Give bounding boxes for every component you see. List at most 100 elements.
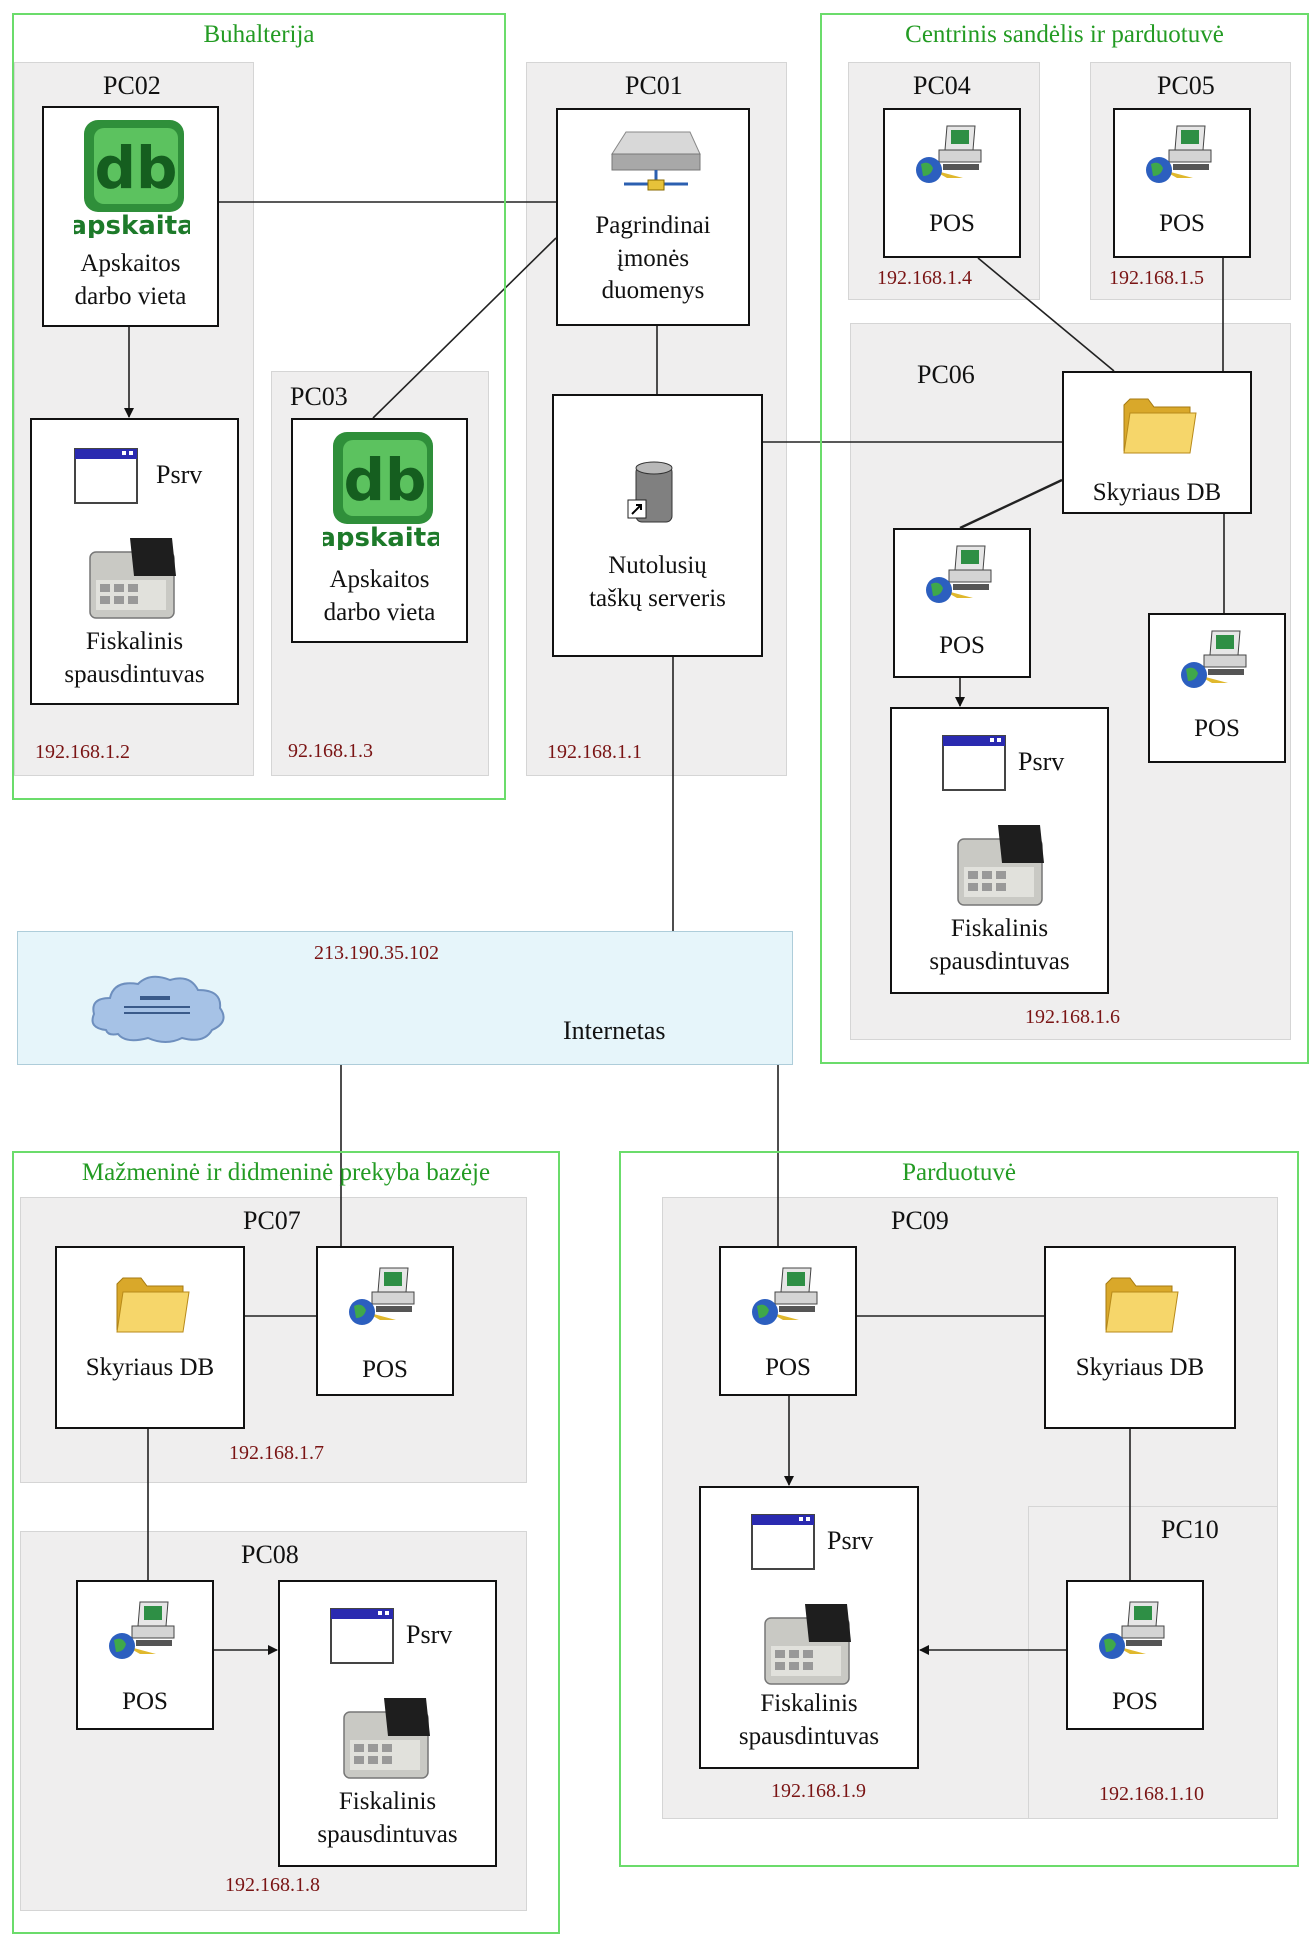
pc05-pos-node[interactable]: POS — [1113, 108, 1251, 258]
pc09-fiscal-node[interactable]: Psrv Fiskalinis spausdintuvas — [699, 1486, 919, 1769]
pc10-pos-node[interactable]: POS — [1066, 1580, 1204, 1730]
pc04-ip: 192.168.1.4 — [877, 267, 972, 289]
pc08-psrv-label: Psrv — [406, 1620, 453, 1649]
pc10-label: PC10 — [1161, 1515, 1219, 1544]
pc06-fiscal-caption: Fiskalinis spausdintuvas — [929, 915, 1070, 975]
pc06-psrv-label: Psrv — [1018, 747, 1065, 776]
zone-buhalterija: Buhalterija — [12, 13, 506, 800]
pc10-pos-caption: POS — [1112, 1688, 1158, 1715]
pc06-pos-caption: POS — [939, 632, 985, 659]
pc08-fiscal-caption: Fiskalinis spausdintuvas — [317, 1788, 458, 1848]
pc03-apskaita-node[interactable]: db apskaita Apskaitos darbo vieta — [291, 418, 468, 643]
pc02-ip: 192.168.1.2 — [35, 741, 130, 763]
pc05-label: PC05 — [1157, 71, 1215, 100]
server-icon — [611, 131, 701, 191]
pc05-ip: 192.168.1.5 — [1109, 267, 1204, 289]
pc04-label: PC04 — [913, 71, 971, 100]
pc07-label: PC07 — [243, 1206, 301, 1235]
pos-terminal-icon — [349, 1267, 415, 1325]
pos-terminal-icon — [1146, 125, 1212, 183]
svg-text:db: db — [343, 446, 426, 514]
pos-terminal-icon — [109, 1601, 175, 1659]
pc01-remote-server-node[interactable]: Nutolusių taškų serveris — [552, 394, 763, 657]
pos-terminal-icon — [916, 125, 982, 183]
pc02-fiscal-node[interactable]: Psrv Fiskalinis spausdintuvas — [30, 418, 239, 705]
zone-mazmenine-title: Mažmeninė ir didmeninė prekyba bazėje — [81, 1159, 491, 1186]
pc09-skyriaus-db-caption: Skyriaus DB — [1075, 1354, 1205, 1381]
pos-terminal-icon — [1099, 1601, 1165, 1659]
link-pc04-pc06db — [977, 257, 1115, 372]
db-logo-icon: db apskaita — [323, 432, 439, 550]
zone-parduotuve-title: Parduotuvė — [902, 1159, 1016, 1186]
cash-register-icon — [89, 538, 176, 619]
zone-centrinis: Centrinis sandėlis ir parduotuvė — [820, 13, 1309, 1064]
zone-buhalterija-title: Buhalterija — [203, 21, 315, 48]
pc06-skyriaus-db-node[interactable]: Skyriaus DB — [1062, 371, 1252, 514]
pos-terminal-icon — [1181, 630, 1247, 688]
pc01-main-server-node[interactable]: Pagrindinai įmonės duomenys — [556, 108, 750, 326]
cash-register-icon — [957, 825, 1044, 906]
pc06-label: PC06 — [917, 360, 975, 389]
svg-text:db: db — [94, 134, 177, 202]
pc09-skyriaus-db-node[interactable]: Skyriaus DB — [1044, 1246, 1236, 1429]
pc09-ip: 192.168.1.9 — [771, 1780, 866, 1802]
pc03-apskaita-caption: Apskaitos darbo vieta — [323, 566, 436, 626]
pc09-pos-node[interactable]: POS — [719, 1246, 857, 1396]
apskaita-logo-text: apskaita — [323, 523, 439, 550]
apskaita-logo-text: apskaita — [74, 211, 190, 238]
pc07-pos-node[interactable]: POS — [316, 1246, 454, 1396]
pc06-extra-pos-caption: POS — [1194, 715, 1240, 742]
pc03-ip: 92.168.1.3 — [288, 740, 373, 762]
pc06-fiscal-node[interactable]: Psrv Fiskalinis spausdintuvas — [890, 707, 1109, 994]
window-icon — [751, 1514, 815, 1570]
pc02-fiscal-caption: Fiskalinis spausdintuvas — [64, 628, 205, 688]
pc01-ip: 192.168.1.1 — [547, 741, 642, 763]
pc02-apskaita-node[interactable]: db apskaita Apskaitos darbo vieta — [42, 106, 219, 327]
pc08-fiscal-node[interactable]: Psrv Fiskalinis spausdintuvas — [278, 1580, 497, 1867]
pc04-pos-caption: POS — [929, 210, 975, 237]
pc10-ip: 192.168.1.10 — [1099, 1783, 1204, 1805]
pc05-pos-caption: POS — [1159, 210, 1205, 237]
pc06-ip: 192.168.1.6 — [1025, 1006, 1120, 1028]
window-icon — [942, 735, 1006, 791]
pc01-remote-server-caption: Nutolusių taškų serveris — [589, 552, 726, 612]
zone-centrinis-title: Centrinis sandėlis ir parduotuvė — [905, 21, 1224, 48]
pc01-label: PC01 — [625, 71, 683, 100]
pc08-pos-caption: POS — [122, 1688, 168, 1715]
pc08-pos-node[interactable]: POS — [76, 1580, 214, 1730]
pos-terminal-icon — [926, 545, 992, 603]
folder-icon — [1105, 1277, 1179, 1333]
pc07-pos-caption: POS — [362, 1356, 408, 1383]
pc06-extra-pos-node[interactable]: POS — [1148, 613, 1286, 763]
pc07-ip: 192.168.1.7 — [229, 1442, 324, 1464]
pc09-psrv-label: Psrv — [827, 1526, 874, 1555]
window-icon — [330, 1608, 394, 1664]
pc04-pos-node[interactable]: POS — [883, 108, 1021, 258]
pc09-fiscal-caption: Fiskalinis spausdintuvas — [738, 1690, 880, 1750]
pc06-skyriaus-db-caption: Skyriaus DB — [1092, 479, 1222, 506]
pc07-skyriaus-db-node[interactable]: Skyriaus DB — [55, 1246, 245, 1429]
folder-icon — [1123, 398, 1197, 454]
pc08-ip: 192.168.1.8 — [225, 1874, 320, 1896]
pc06-pos-node[interactable]: POS — [893, 528, 1031, 678]
pc07-skyriaus-db-caption: Skyriaus DB — [85, 1354, 215, 1381]
pos-terminal-icon — [752, 1267, 818, 1325]
internet-label: Internetas — [563, 1016, 666, 1045]
pc03-label: PC03 — [290, 382, 348, 411]
link-pc03-pc01 — [372, 237, 557, 419]
remote-server-icon — [627, 461, 673, 523]
pc02-psrv-label: Psrv — [156, 460, 203, 489]
internet-ip: 213.190.35.102 — [314, 942, 439, 964]
window-icon — [74, 448, 138, 504]
pc02-label: PC02 — [103, 71, 161, 100]
internet-box: 213.190.35.102 Internetas — [17, 931, 793, 1065]
db-logo-icon: db apskaita — [74, 120, 190, 238]
zone-mazmenine: Mažmeninė ir didmeninė prekyba bazėje — [12, 1151, 560, 1934]
pc09-pos-caption: POS — [765, 1354, 811, 1381]
pc02-apskaita-caption: Apskaitos darbo vieta — [74, 250, 187, 310]
cash-register-icon — [764, 1604, 851, 1685]
pc09-label: PC09 — [891, 1206, 949, 1235]
cloud-icon — [91, 975, 225, 1043]
